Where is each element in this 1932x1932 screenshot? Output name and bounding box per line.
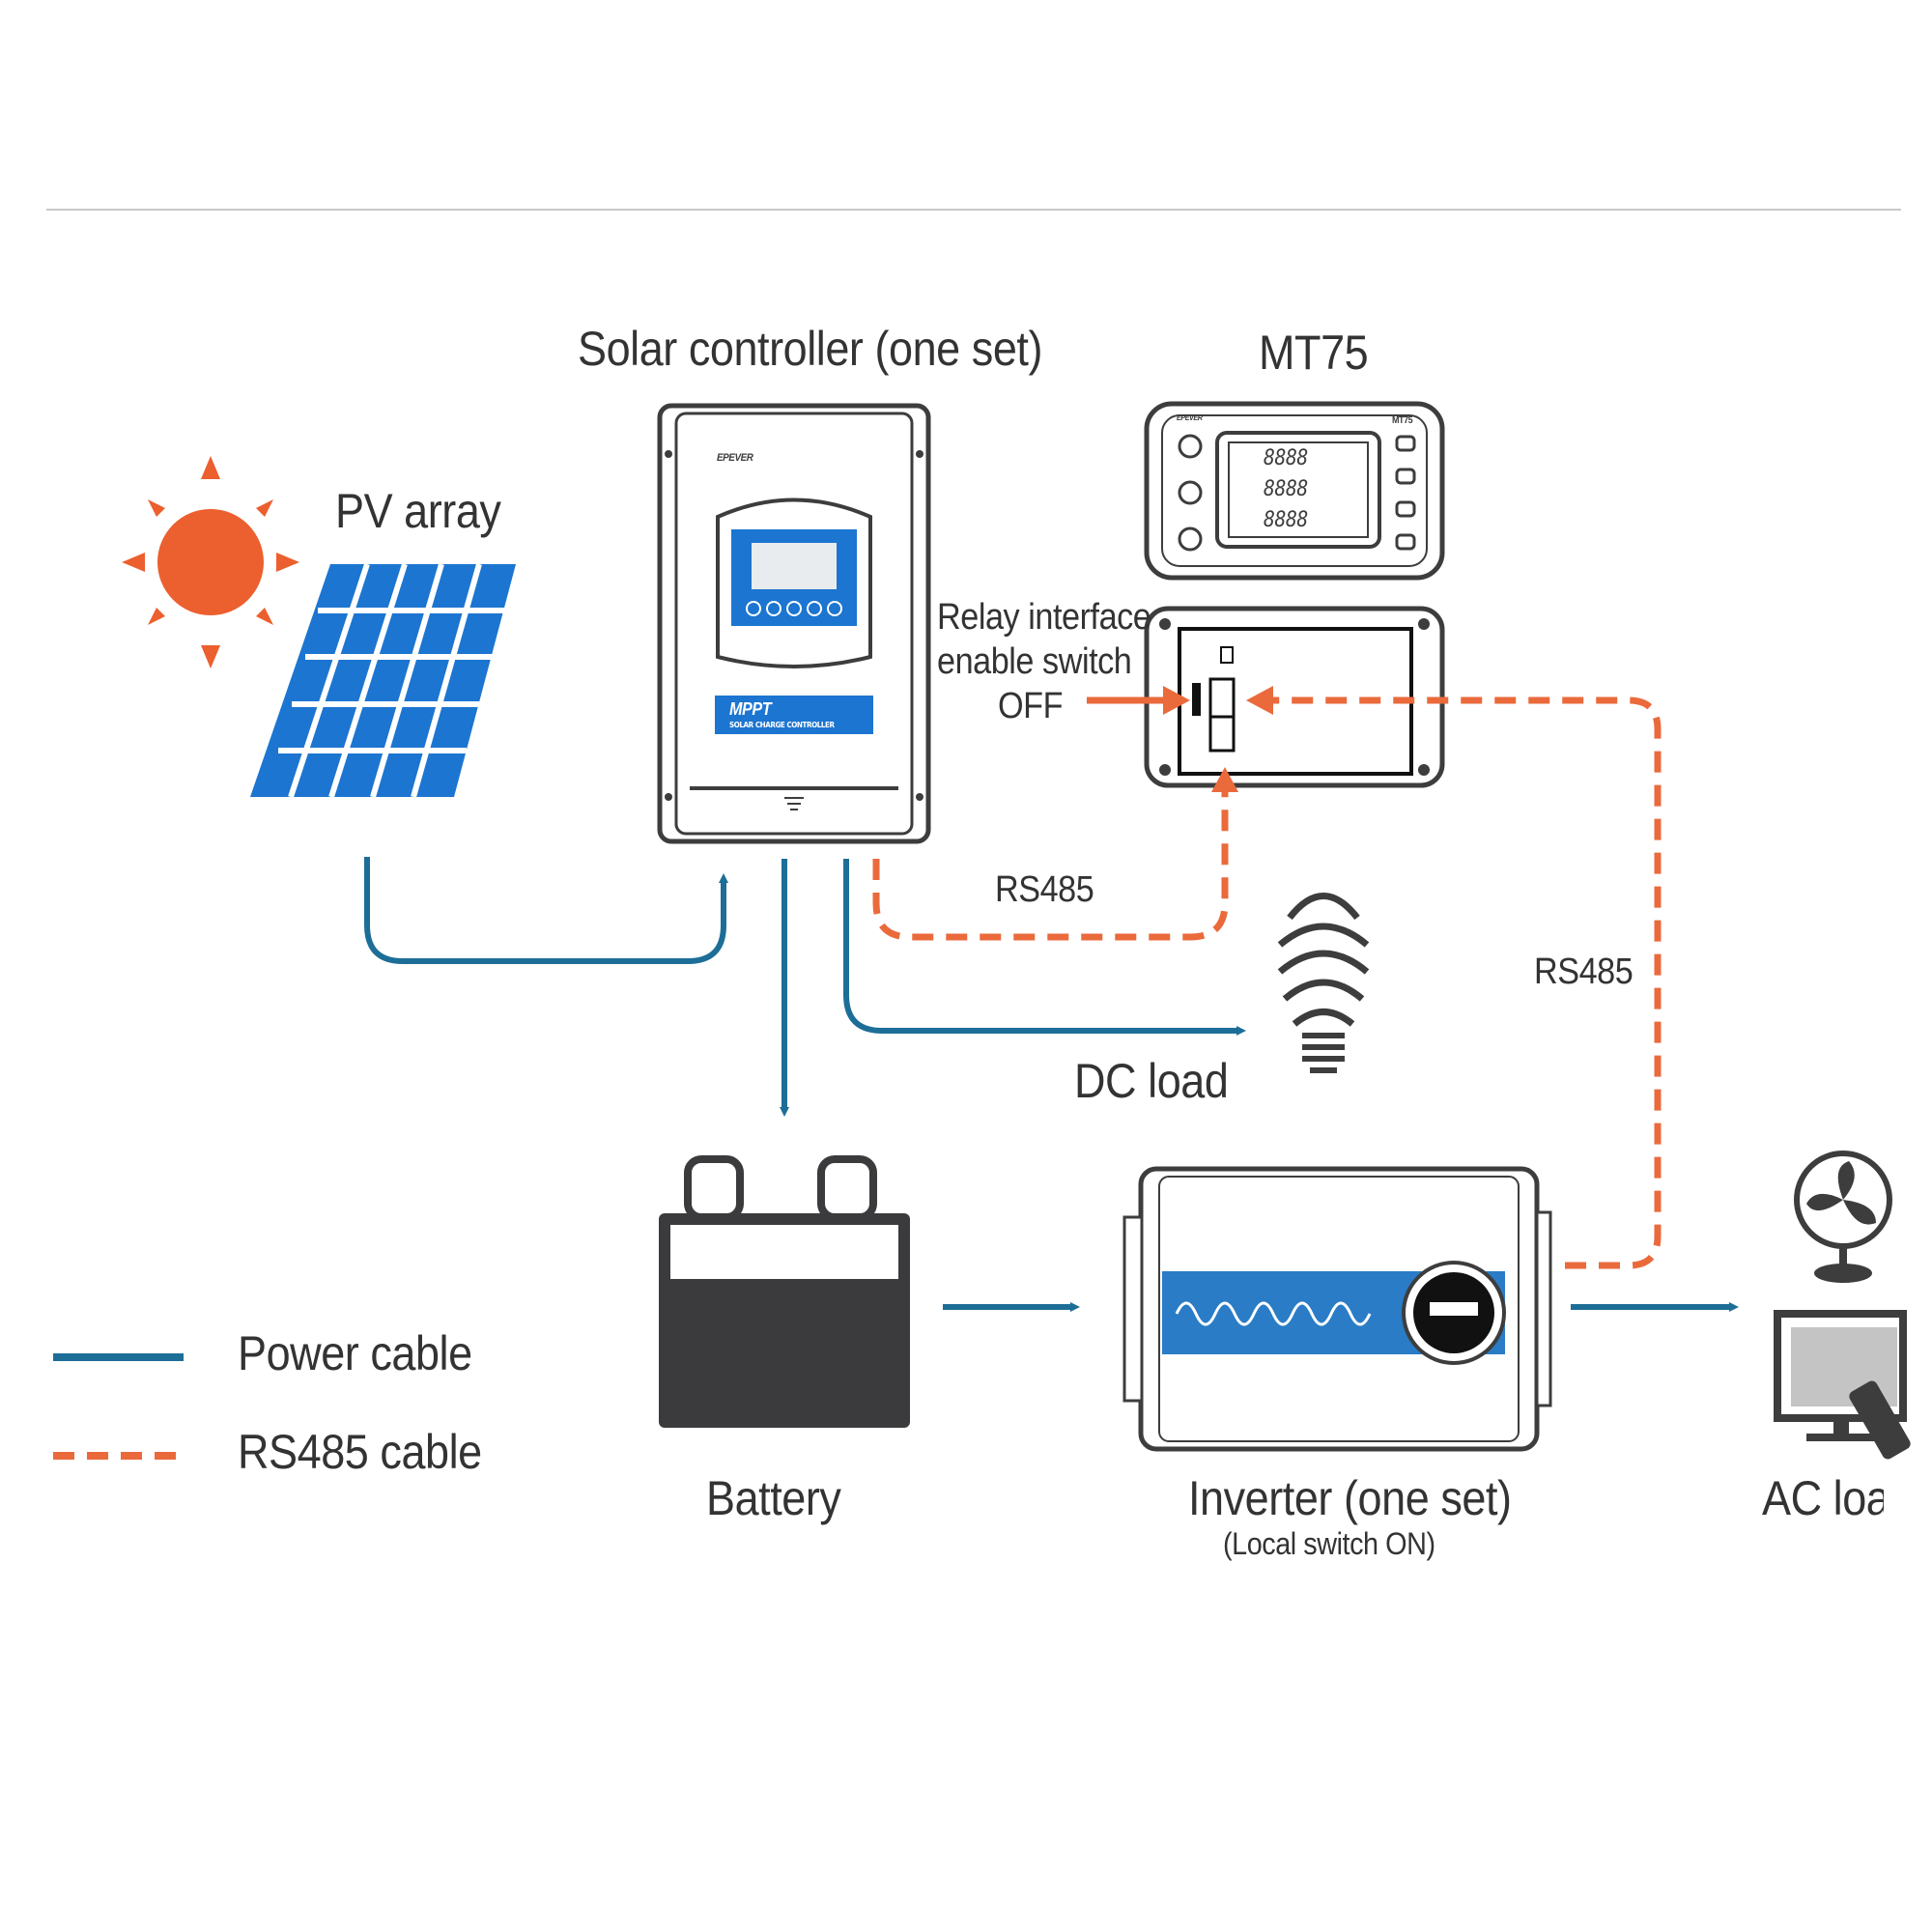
relay-state-label: OFF	[998, 686, 1064, 726]
solar-controller-label: Solar controller (one set)	[578, 322, 1043, 376]
mt75-meter-device	[1144, 401, 1445, 581]
controller-subtitle-text: SOLAR CHARGE CONTROLLER	[729, 721, 835, 729]
rs485-cable-controller-to-relay	[872, 786, 1229, 941]
rs485-inverter-label: RS485	[1534, 952, 1634, 992]
power-cable-controller-to-dc-load	[843, 859, 1246, 1036]
rs485-arrow-into-relay-left	[1246, 686, 1273, 715]
mt75-label: MT75	[1259, 326, 1369, 380]
light-bulb-icon	[1277, 893, 1370, 1073]
fan-icon	[1794, 1151, 1892, 1283]
mt75-digits-row3: 8888	[1264, 508, 1308, 532]
power-cable-pv-to-controller	[364, 857, 728, 964]
solar-controller-device	[657, 403, 931, 844]
legend-power-cable-label: Power cable	[238, 1326, 472, 1380]
rs485-cable-inverter-to-relay	[1265, 696, 1662, 1269]
controller-mppt-text: MPPT	[729, 699, 772, 719]
inverter-note-label: (Local switch ON)	[1223, 1526, 1435, 1561]
inverter-label: Inverter (one set)	[1188, 1471, 1512, 1525]
legend-rs485-cable-label: RS485 cable	[238, 1425, 482, 1479]
relay-interface-label-line2: enable switch	[937, 641, 1132, 682]
remote-control-icon	[1849, 1380, 1911, 1460]
controller-brand-text: EPEVER	[717, 452, 753, 464]
mt75-brand-text: EPEVER	[1177, 413, 1203, 422]
sun-icon	[122, 456, 299, 668]
ac-load-label: AC load	[1762, 1471, 1884, 1525]
mt75-digits-row2: 8888	[1264, 477, 1308, 501]
mt75-model-text: MT75	[1392, 415, 1413, 426]
mt75-digits-row1: 8888	[1264, 446, 1308, 470]
rs485-controller-label: RS485	[995, 869, 1094, 910]
relay-interface-label-line1: Relay interface	[937, 597, 1151, 638]
battery-icon	[659, 1155, 910, 1428]
rs485-arrow-into-relay-bottom	[1211, 767, 1238, 792]
inverter-device	[1122, 1166, 1552, 1452]
solar-panel-icon	[250, 563, 516, 798]
dc-load-label: DC load	[1074, 1054, 1229, 1108]
battery-label: Battery	[706, 1471, 841, 1525]
relay-off-pointer-head	[1163, 686, 1190, 715]
pv-array-label: PV array	[335, 484, 501, 538]
